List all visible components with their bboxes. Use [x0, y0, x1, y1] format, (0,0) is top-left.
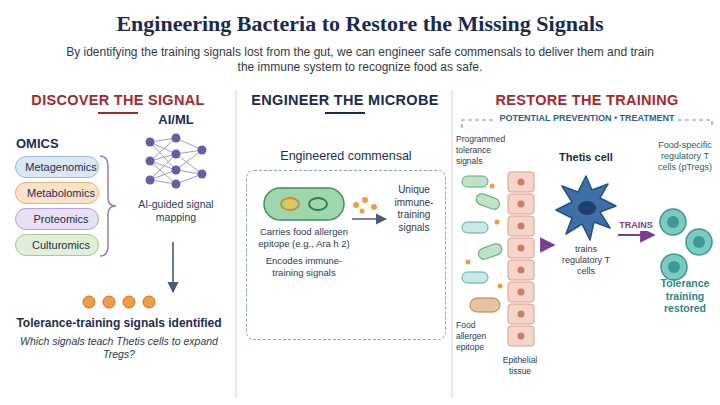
group-label: OMICS [16, 136, 96, 151]
regulatory-t-cells [660, 209, 712, 280]
signal-output: Unique immune-training signals [386, 184, 442, 254]
section-header: DISCOVER THE SIGNAL [8, 92, 228, 108]
gut-bacteria [462, 176, 503, 312]
cell-nucleus [518, 289, 525, 296]
engineered-bacterium-box: Carries food allergen epitope (e.g., Ara… [256, 180, 352, 328]
omics-pill: Metabolomics [15, 182, 99, 204]
neural-network-icon [146, 134, 207, 189]
epithelial-cell [508, 304, 534, 324]
connector-arrow [352, 218, 386, 220]
node-text: Proteomics [24, 209, 98, 229]
node-subtext: AI-guided signal mapping [122, 198, 230, 224]
cell-nucleus [518, 201, 525, 208]
node-text: Metagenomics [24, 157, 98, 177]
ai-network: AI/ML AI-guided signal mapping [122, 112, 230, 242]
node-text: Epithelial tissue [498, 355, 542, 377]
cell-nucleus [518, 223, 525, 230]
column-dividers [236, 90, 452, 398]
node-subtext: trains regulatory T cells [554, 244, 618, 277]
connector-arrow [618, 234, 654, 236]
node-text: Unique immune-training signals [386, 184, 442, 234]
node-subtext: Encodes immune-training signals [256, 255, 352, 278]
emitted-signals [353, 197, 377, 214]
thetis-cell-box: Thetis cell trains regulatory T cells [554, 150, 618, 320]
omics-brace [100, 156, 116, 256]
node-text: Food-specific regulatory T cells (pTregs… [654, 140, 716, 173]
omics-pill: Culturomics [15, 234, 99, 256]
node-text: AI/ML [122, 112, 230, 128]
node-text: Tolerance-training signals identified [14, 316, 224, 331]
connector-arrow [542, 244, 554, 246]
epithelial-cell [508, 172, 534, 192]
node-text: Thetis cell [554, 150, 618, 164]
epithelial-cell [508, 282, 534, 302]
connector-arrow [172, 242, 174, 292]
omics-pill: Metagenomics [15, 156, 99, 178]
engineered-bacterium [264, 188, 344, 220]
callout-label: Programmed tolerance signals [456, 134, 506, 167]
cell-nucleus [518, 179, 525, 186]
signals-identified: Tolerance-training signals identifiedWhi… [14, 292, 224, 392]
epithelial-cells [508, 172, 534, 346]
epithelial-cell [508, 260, 534, 280]
callout-label: Food allergen epitope [456, 320, 504, 353]
node-text: Engineered commensal [246, 148, 446, 164]
node-subtext: Tolerance training restored [654, 277, 716, 315]
epithelium: Epithelial tissue [498, 170, 542, 385]
cell-nucleus [518, 245, 525, 252]
node-text: Metabolomics [24, 183, 98, 203]
section-header: ENGINEER THE MICROBE [240, 92, 450, 108]
thetis-cell [556, 176, 616, 240]
cell-nucleus [518, 311, 525, 318]
cell-nucleus [518, 267, 525, 274]
node-text: Culturomics [24, 235, 98, 255]
omics-pill: Proteomics [15, 208, 99, 230]
subtitle: By identifying the training signals lost… [60, 45, 660, 75]
epithelial-cell [508, 194, 534, 214]
epithelial-cell [508, 238, 534, 258]
node-text: Carries food allergen epitope (e.g., Ara… [256, 226, 352, 249]
edge-label: TRAINS [618, 220, 654, 231]
commensal-panel: Engineered commensalCarries food allerge… [246, 148, 446, 340]
node-subtext: Which signals teach Thetis cells to expa… [14, 335, 224, 361]
epithelial-cell [508, 216, 534, 236]
signal-dots [83, 296, 155, 308]
bracket-label: POTENTIAL PREVENTION • TREATMENT [496, 113, 679, 123]
cell-nucleus [518, 333, 525, 340]
treg-cluster: Food-specific regulatory T cells (pTregs… [654, 140, 716, 385]
epithelial-cell [508, 326, 534, 346]
title: Engineering Bacteria to Restore the Miss… [0, 8, 720, 40]
section-header: RESTORE THE TRAINING [462, 92, 712, 108]
